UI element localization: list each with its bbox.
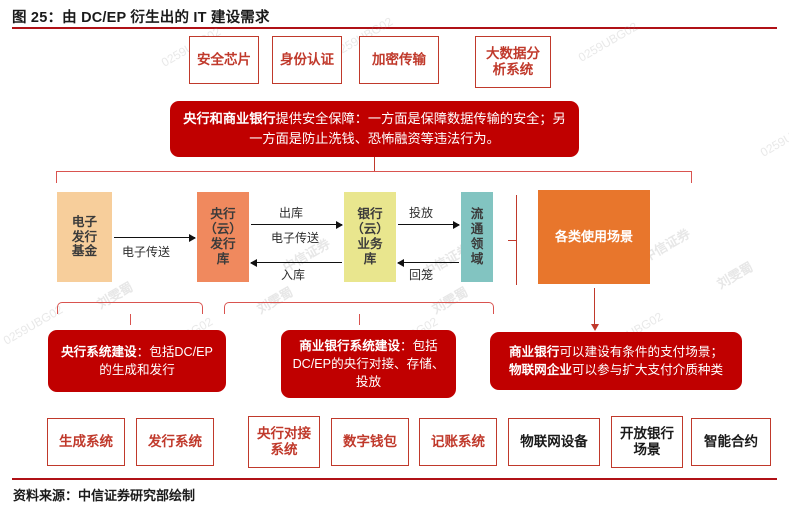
flow-box-label: 央行 （云） 发行 库 xyxy=(204,207,242,266)
callout-line2-bold: 物联网企业 xyxy=(508,363,572,377)
system-box-label: 发行系统 xyxy=(148,433,202,449)
callout-line1-bold: 商业银行 xyxy=(508,344,560,359)
callout-rest: ：包括DC/EP的央行对接、存储、投放 xyxy=(292,338,445,390)
flow-box-label: 流 通 领 域 xyxy=(470,207,484,266)
callout-text: 央行系统建设：包括DC/EP的生成和发行 xyxy=(58,343,216,380)
flow-section-separator-tick xyxy=(508,240,517,241)
requirement-label: 身份认证 xyxy=(280,51,334,67)
requirement-box-security-chip[interactable]: 安全芯片 xyxy=(189,36,259,84)
source-divider xyxy=(12,478,777,480)
source-note: 资料来源：中信证券研究部绘制 xyxy=(13,488,196,503)
requirement-box-bigdata-analytics[interactable]: 大数据分 析系统 xyxy=(475,36,551,88)
banner-text: 央行和商业银行提供安全保障：一方面是保障数据传输的安全；另一方面是防止洗钱、恐怖… xyxy=(182,109,567,149)
requirement-label: 加密传输 xyxy=(372,51,426,67)
callout-central-bank-system: 央行系统建设：包括DC/EP的生成和发行 xyxy=(48,330,226,392)
system-box-issuance[interactable]: 发行系统 xyxy=(136,418,214,466)
callout-text: 商业银行系统建设：包括DC/EP的央行对接、存储、投放 xyxy=(291,337,446,392)
flow-box-label: 各类使用场景 xyxy=(554,229,633,245)
callout-bold-prefix: 央行系统建设 xyxy=(61,344,137,359)
flow-box-central-bank-cloud-vault[interactable]: 央行 （云） 发行 库 xyxy=(197,192,249,282)
bracket-central-bank-group xyxy=(57,302,203,325)
system-box-label: 生成系统 xyxy=(59,433,113,449)
arrow-label-electronic-transfer-2: 电子传送 xyxy=(271,231,320,245)
system-box-ledger[interactable]: 记账系统 xyxy=(419,418,497,466)
callout-rest: ：包括DC/EP的生成和发行 xyxy=(99,344,213,377)
title-divider xyxy=(12,27,777,29)
flow-box-bank-cloud-business-vault[interactable]: 银行 （云） 业务 库 xyxy=(344,192,396,282)
system-box-open-banking-scenario[interactable]: 开放银行 场景 xyxy=(611,416,683,468)
system-box-label: 央行对接 系统 xyxy=(257,425,311,457)
requirement-box-encrypted-transfer[interactable]: 加密传输 xyxy=(359,36,439,84)
callout-line2-rest: 可以参与扩大支付介质种类 xyxy=(571,363,724,377)
flow-box-circulation-domain[interactable]: 流 通 领 域 xyxy=(461,192,493,282)
system-box-smart-contract[interactable]: 智能合约 xyxy=(691,418,771,466)
system-box-label: 开放银行 场景 xyxy=(620,425,674,457)
arrow-usage-to-payment-callout xyxy=(590,288,599,331)
banner-to-flow-bracket xyxy=(56,171,692,183)
flow-box-electronic-issuance-fund[interactable]: 电子 发行 基金 xyxy=(57,192,112,282)
arrow-label-withdraw: 回笼 xyxy=(409,268,434,282)
arrow-outbound xyxy=(251,220,343,229)
flow-box-usage-scenarios[interactable]: 各类使用场景 xyxy=(538,190,650,284)
system-box-label: 智能合约 xyxy=(704,433,758,449)
system-box-label: 数字钱包 xyxy=(343,433,397,449)
arrow-label-electronic-transfer-1: 电子传送 xyxy=(122,245,171,259)
flow-box-label: 电子 发行 基金 xyxy=(71,214,98,259)
page-title: 图 25：由 DC/EP 衍生出的 IT 建设需求 xyxy=(12,10,270,26)
flow-box-label: 银行 （云） 业务 库 xyxy=(351,207,389,266)
banner-rest: 提供安全保障：一方面是保障数据传输的安全；另一方面是防止洗钱、恐怖融资等违法行为… xyxy=(249,111,566,146)
bracket-stem xyxy=(130,314,131,325)
system-box-label: 记账系统 xyxy=(431,433,485,449)
watermark-code: 0259UBG02 xyxy=(757,114,789,160)
system-box-iot-devices[interactable]: 物联网设备 xyxy=(508,418,600,466)
arrow-label-outbound: 出库 xyxy=(279,206,304,220)
banner-stem-connector xyxy=(374,157,375,171)
bracket-stem xyxy=(359,314,360,325)
arrow-label-release: 投放 xyxy=(409,206,434,220)
arrow-inbound xyxy=(250,258,342,267)
arrow-fund-to-central-vault xyxy=(114,233,196,242)
arrow-release xyxy=(398,220,460,229)
callout-line1-rest: 可以建设有条件的支付场景； xyxy=(559,344,724,359)
security-guarantee-banner: 央行和商业银行提供安全保障：一方面是保障数据传输的安全；另一方面是防止洗钱、恐怖… xyxy=(170,101,579,157)
requirement-label: 安全芯片 xyxy=(197,51,251,67)
callout-text: 商业银行可以建设有条件的支付场景； 物联网企业可以参与扩大支付介质种类 xyxy=(509,343,723,380)
arrow-label-inbound: 入库 xyxy=(281,268,306,282)
arrow-withdraw xyxy=(397,258,459,267)
banner-bold-prefix: 央行和商业银行 xyxy=(183,111,276,127)
requirement-label: 大数据分 析系统 xyxy=(486,45,540,77)
system-box-digital-wallet[interactable]: 数字钱包 xyxy=(331,418,409,466)
requirement-box-identity-auth[interactable]: 身份认证 xyxy=(272,36,342,84)
callout-commercial-bank-system: 商业银行系统建设：包括DC/EP的央行对接、存储、投放 xyxy=(281,330,456,398)
bracket-commercial-bank-group xyxy=(224,302,494,325)
callout-payment-scenarios: 商业银行可以建设有条件的支付场景； 物联网企业可以参与扩大支付介质种类 xyxy=(490,332,742,390)
system-box-generation[interactable]: 生成系统 xyxy=(47,418,125,466)
watermark-person: 刘雯蜀 xyxy=(714,259,756,292)
system-box-central-bank-interface[interactable]: 央行对接 系统 xyxy=(248,416,320,468)
callout-bold-prefix: 商业银行系统建设 xyxy=(299,338,400,353)
system-box-label: 物联网设备 xyxy=(520,433,588,449)
